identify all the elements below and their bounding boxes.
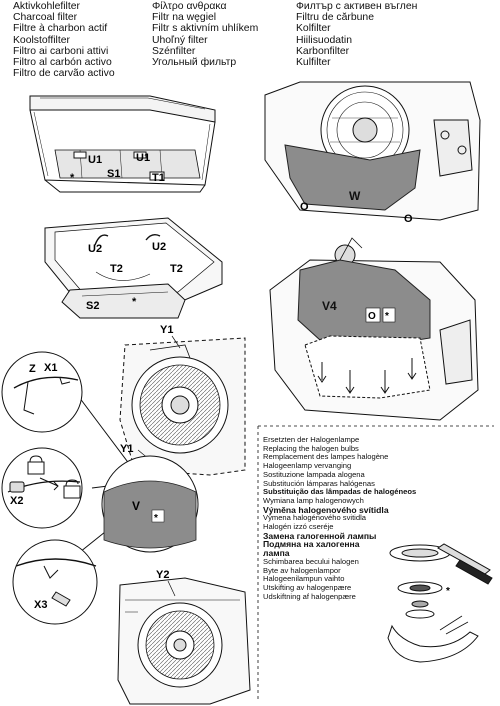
label-x1: X1 [44,362,57,374]
filter-title-col3-5: Kulfilter [296,57,331,69]
filter-title-col2-1: Filtr na węgiel [152,12,217,24]
filter-title-col2-3: Uhoľný filter [152,34,208,46]
label-u2-right: U2 [152,241,166,253]
halogen-title-12: Подмяна на халогенна [263,539,360,550]
detail-filter-v [101,455,199,553]
label-t1: T1 [152,172,165,184]
filter-title-col3-1: Filtru de cărbune [296,12,374,24]
label-x2: X2 [10,495,23,507]
filter-title-col2-4: Szénfilter [152,45,196,57]
label-t2-right: T2 [170,263,183,275]
label-v4: V4 [322,299,337,313]
halogen-title-9: Výmena halogénového svitidla [263,513,367,523]
detail-circle-z-x1 [1,351,83,433]
filter-title-col1-1: Charcoal filter [13,12,78,24]
filter-title-col2-0: Φίλτρο ανθρακα [152,1,227,12]
label-u1-right: U1 [136,152,150,164]
halogen-title-2: Remplacement des lampes halogène [263,452,389,462]
halogen-title-15: Byte av halogenlampor [263,565,341,575]
halogen-title-6: Substituição das lâmpadas de halogéneos [263,487,417,497]
filter-title-col2-5: Угольный фильтр [152,57,237,69]
label-u1-left: U1 [88,154,102,166]
detail-circle-x3 [12,539,98,625]
halogen-title-5: Substitución lámparas halógenas [263,478,375,488]
filter-title-col1-6: Filtro de carvão activo [13,68,115,80]
label-y1-top: Y1 [160,324,173,336]
halogen-title-3: Halogeenlamp vervanging [263,461,352,471]
halogen-title-11: Замена галогенной лампы [263,530,377,541]
label-t2-left: T2 [110,263,123,275]
label-star-halogen: * [446,586,450,597]
label-o-right: O [404,213,413,225]
filter-title-col3-4: Karbonfilter [296,45,350,57]
panel-blower-y1 [119,337,246,476]
label-w: W [349,189,361,203]
filter-title-col1-4: Filtro ai carboni attivi [13,45,109,57]
label-u2-left: U2 [88,243,102,255]
filter-title-col1-5: Filtro al carbón activo [13,57,112,69]
label-z: Z [29,363,36,375]
halogen-title-8: Výměna halogenového svítidla [263,504,389,515]
halogen-title-17: Utskifting av halogenpære [263,582,352,592]
halogen-lamp-illustration [387,543,493,663]
filter-title-col1-2: Filtre à charbon actif [13,23,108,35]
panel-blower-filter-v4 [269,237,479,421]
halogen-title-13: лампа [263,548,290,559]
filter-title-col3-3: Hiilisuodatin [296,34,353,46]
panel-filter-hood [29,95,216,193]
label-o-left: O [300,201,309,213]
label-v: V [132,499,140,513]
halogen-title-16: Halogeenilampun vaihto [263,574,345,584]
filter-title-col3-0: Филтър с активен въглен [296,1,418,12]
label-y2: Y2 [156,569,169,581]
halogen-title-1: Replacing the halogen bulbs [263,443,359,453]
label-o-v4: O [368,311,376,322]
panel-filter-open [44,217,223,319]
filter-title-col3-2: Kolfilter [296,23,331,35]
filter-title-col1-0: Aktivkohlefilter [13,1,80,12]
halogen-title-4: Sostituzione lampada alogena [263,469,365,479]
filter-title-col1-3: Koolstoffilter [13,34,70,46]
label-y1-bottom: Y1 [120,443,133,455]
label-star-v: * [154,513,158,524]
label-star-2: * [132,296,137,308]
filter-title-col2-2: Filtr s aktivním uhlíkem [152,23,259,35]
panel-blower-y2 [117,577,251,705]
label-s2: S2 [86,300,99,312]
halogen-title-0: Ersetzten der Halogenlampe [263,435,360,444]
label-star-1: * [70,172,75,184]
halogen-title-7: Wymiana lamp halogenowych [263,495,364,505]
label-star-v4: * [385,311,389,322]
label-x3: X3 [34,599,47,611]
halogen-title-18: Udskiftning af halogenpære [263,591,356,601]
panel-blower-filter-w [264,81,481,221]
label-s1: S1 [107,168,120,180]
halogen-title-10: Halogén izzó cseréje [263,522,334,532]
detail-circle-x2 [1,447,83,529]
halogen-title-14: Schimbarea becului halogen [263,556,359,566]
